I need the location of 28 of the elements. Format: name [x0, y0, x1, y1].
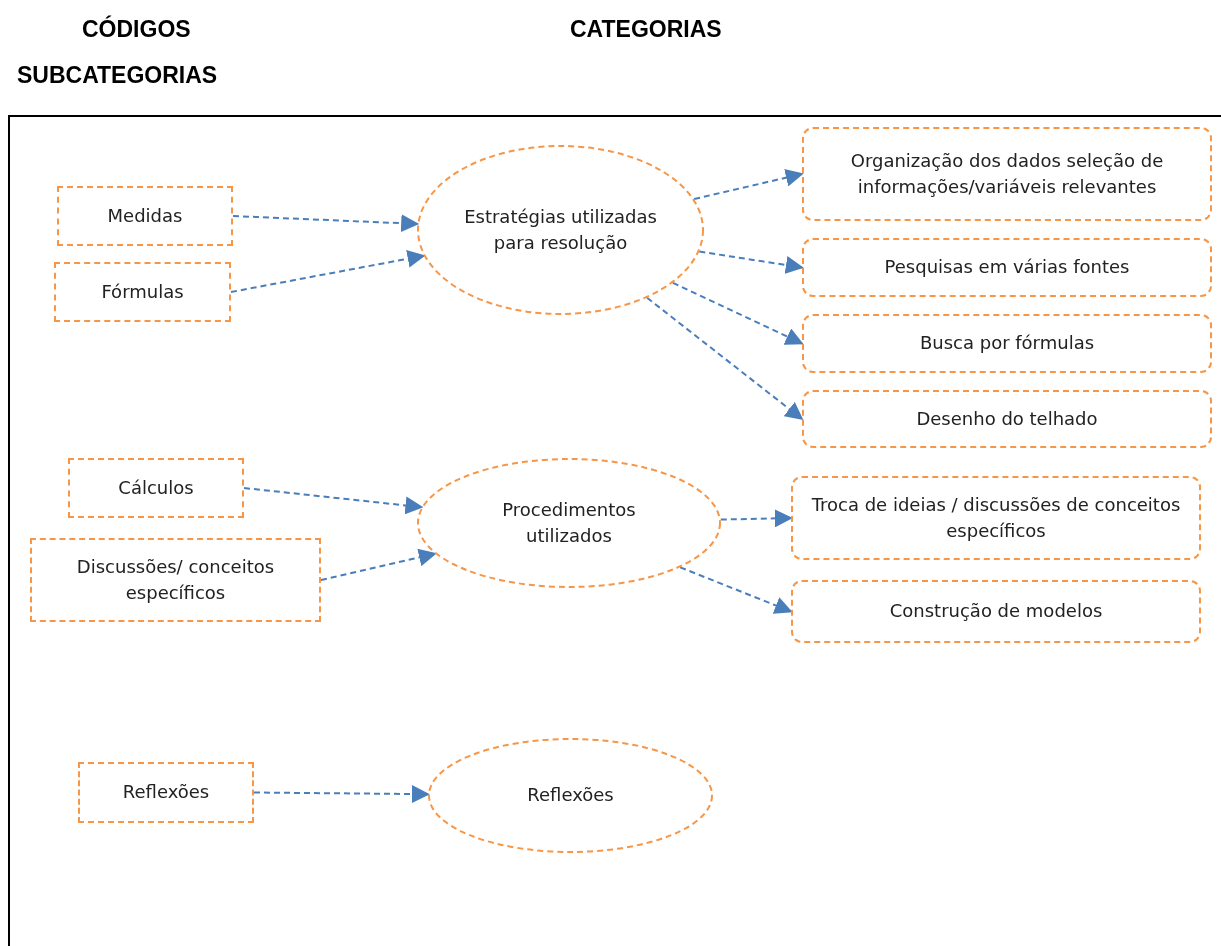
- category-text: Reflexões: [527, 783, 614, 808]
- dashed-arrow: [320, 548, 437, 581]
- code-box: Reflexões: [78, 762, 254, 823]
- code-box: Discussões/ conceitos específicos: [30, 538, 321, 622]
- subcategory-box: Construção de modelos: [791, 580, 1201, 643]
- dashed-arrow: [253, 785, 430, 803]
- column-heading: SUBCATEGORIAS: [17, 62, 218, 89]
- subcategory-box: Troca de ideias / discussões de conceitos específicos: [791, 476, 1201, 560]
- code-box: Cálculos: [68, 458, 244, 518]
- dashed-arrow: [698, 250, 804, 274]
- category-text: Procedimentos utilizados: [501, 497, 637, 548]
- dashed-arrow: [679, 566, 793, 614]
- code-box: Fórmulas: [54, 262, 231, 322]
- dashed-arrow: [719, 509, 793, 528]
- subcategory-box: Desenho do telhado: [802, 390, 1212, 448]
- dashed-arrow: [646, 296, 804, 421]
- dashed-arrow: [243, 487, 424, 515]
- column-heading: CATEGORIAS: [570, 16, 722, 43]
- dashed-arrow: [693, 168, 804, 200]
- column-heading: CÓDIGOS: [82, 16, 191, 43]
- subcategory-box: Pesquisas em várias fontes: [802, 238, 1212, 297]
- dashed-arrow: [671, 281, 804, 345]
- dashed-arrow: [232, 214, 420, 233]
- code-box: Medidas: [57, 186, 233, 246]
- subcategory-box: Busca por fórmulas: [802, 314, 1212, 373]
- category-text: Estratégias utilizadas para resolução: [463, 204, 658, 255]
- dashed-arrow: [230, 249, 426, 293]
- subcategory-box: Organização dos dados seleção de informações/variáveis relevantes: [802, 127, 1212, 221]
